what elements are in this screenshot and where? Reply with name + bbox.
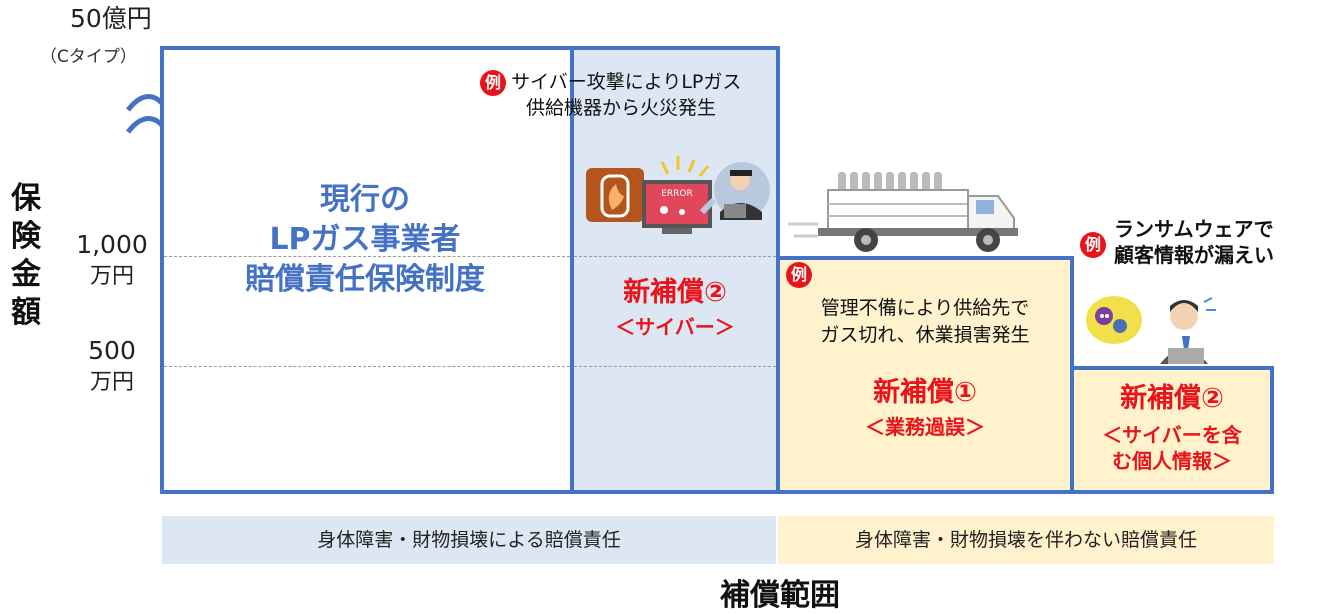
current-system-box	[160, 46, 574, 494]
band-physical-liability: 身体障害・財物損壊による賠償責任	[162, 516, 776, 564]
band-nonphysical-liability: 身体障害・財物損壊を伴わない賠償責任	[778, 516, 1274, 564]
example-cyber-attack: 例 サイバー攻撃によりLPガス 供給機器から火災発生	[480, 70, 840, 121]
current-system-line3: 賠償責任保険制度	[245, 262, 485, 297]
example-ransomware-line2: 顧客情報が漏えい	[1114, 243, 1274, 267]
tick-1000-unit: 万円	[89, 264, 134, 289]
svg-text:ERROR: ERROR	[661, 189, 693, 199]
privacy-box-title: 新補償②	[1120, 383, 1224, 414]
guide-line-1000-inner	[164, 256, 570, 257]
guide-line-500-cyber	[574, 366, 776, 367]
guide-line-1000-cyber	[574, 256, 776, 257]
ransomware-illustration	[1084, 286, 1220, 366]
example-badge: 例	[786, 262, 812, 288]
y-axis-title: 保 険 金 額	[6, 180, 46, 332]
y-axis-title-char: 額	[11, 295, 41, 330]
cyber-box	[570, 46, 780, 494]
current-system-line1: 現行の	[320, 182, 410, 217]
cyber-box-subtitle: ＜サイバー＞	[615, 315, 735, 339]
x-axis-title: 補償範囲	[720, 578, 840, 613]
cyber-attack-illustration: ERROR	[582, 150, 774, 246]
y-axis-title-char: 金	[11, 257, 41, 292]
example-badge: 例	[480, 70, 506, 96]
business-error-box	[776, 256, 1074, 494]
y-axis-title-char: 険	[11, 219, 41, 254]
current-system-label: 現行の LPガス事業者 賠償責任保険制度	[200, 180, 530, 300]
current-system-line2: LPガス事業者	[269, 222, 461, 257]
y-top-subtitle: （Cタイプ）	[40, 47, 137, 67]
cyber-box-title: 新補償②	[623, 277, 727, 308]
y-axis-title-char: 保	[11, 181, 41, 216]
business-box-title: 新補償①	[873, 377, 977, 408]
example-cyber-line1: サイバー攻撃によりLPガス	[511, 71, 742, 93]
example-business-line2: ガス切れ、休業損害発生	[820, 324, 1030, 346]
truck-illustration	[788, 160, 1028, 256]
example-ransomware: 例 ランサムウェアで 顧客情報が漏えい	[1080, 216, 1324, 268]
privacy-box	[1070, 366, 1274, 494]
example-badge: 例	[1080, 232, 1106, 258]
example-ransomware-line1: ランサムウェアで	[1114, 217, 1274, 241]
y-top-value: 50億円	[70, 4, 152, 33]
tick-500-value: 500	[88, 336, 136, 365]
business-box-subtitle: ＜業務過誤＞	[865, 415, 985, 439]
tick-1000-value: 1,000	[76, 230, 148, 259]
guide-line-500-inner	[164, 366, 570, 367]
example-business-line1: 管理不備により供給先で	[820, 297, 1030, 319]
tick-500-unit: 万円	[89, 370, 134, 395]
example-cyber-line2: 供給機器から火災発生	[526, 97, 717, 119]
privacy-box-subtitle-line2: む個人情報＞	[1112, 449, 1232, 473]
privacy-box-subtitle-line1: ＜サイバーを含	[1102, 423, 1242, 447]
